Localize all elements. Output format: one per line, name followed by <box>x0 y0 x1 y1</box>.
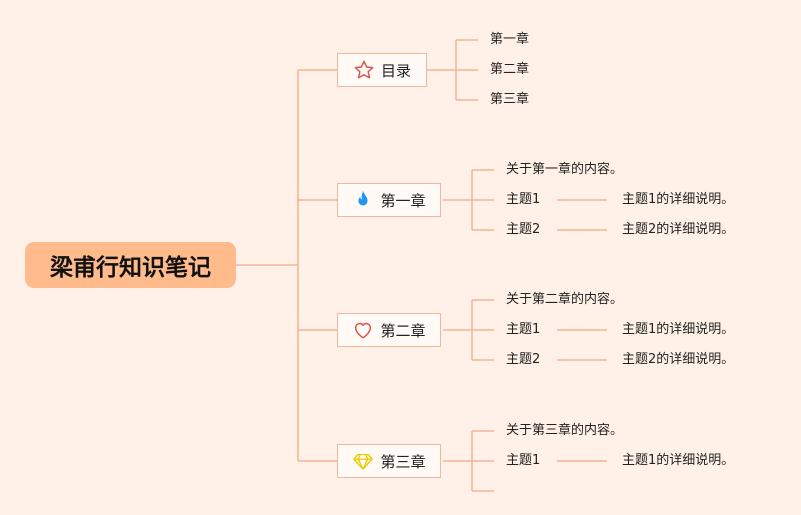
star-icon <box>353 59 375 81</box>
topic-name[interactable]: 主题2 <box>506 222 541 237</box>
topic-name[interactable]: 主题1 <box>506 453 541 468</box>
topic-name[interactable]: 主题2 <box>506 352 541 367</box>
toc-node[interactable]: 目录 <box>337 53 427 87</box>
chapter-node[interactable]: 第三章 <box>337 444 441 478</box>
chapter-node[interactable]: 第一章 <box>337 183 441 217</box>
toc-item[interactable]: 第一章 <box>490 32 530 47</box>
diamond-icon <box>352 450 374 472</box>
topic-detail[interactable]: 主题2的详细说明。 <box>622 352 735 367</box>
chapter-label: 第三章 <box>380 452 426 471</box>
chapter-intro[interactable]: 关于第一章的内容。 <box>506 162 624 177</box>
chapter-label: 第二章 <box>380 321 426 340</box>
toc-item[interactable]: 第三章 <box>490 92 530 107</box>
root-title: 梁甫行知识笔记 <box>50 255 211 281</box>
chapter-label: 第一章 <box>380 191 426 210</box>
toc-label: 目录 <box>380 61 411 80</box>
topic-detail[interactable]: 主题2的详细说明。 <box>622 222 735 237</box>
topic-name[interactable]: 主题1 <box>506 192 541 207</box>
flame-icon <box>352 189 374 211</box>
topic-detail[interactable]: 主题1的详细说明。 <box>622 322 735 337</box>
heart-icon <box>352 319 374 341</box>
toc-item[interactable]: 第二章 <box>490 62 530 77</box>
topic-detail[interactable]: 主题1的详细说明。 <box>622 192 735 207</box>
chapter-intro[interactable]: 关于第二章的内容。 <box>506 292 624 307</box>
chapter-intro[interactable]: 关于第三章的内容。 <box>506 423 624 438</box>
chapter-node[interactable]: 第二章 <box>337 313 441 347</box>
topic-name[interactable]: 主题1 <box>506 322 541 337</box>
root-topic[interactable]: 梁甫行知识笔记 <box>25 242 236 288</box>
topic-detail[interactable]: 主题1的详细说明。 <box>622 453 735 468</box>
